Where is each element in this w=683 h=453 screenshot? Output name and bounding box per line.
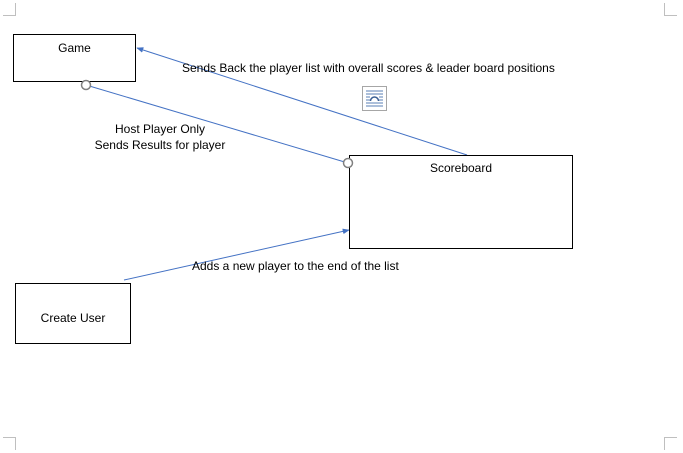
edge-label-line-2: Sends Results for player — [94, 138, 226, 152]
edge-label-game-to-scoreboard: Host Player Only Sends Results for playe… — [60, 121, 260, 153]
page-corner-mark-bottom-left — [3, 437, 16, 450]
page-corner-mark-top-left — [3, 3, 16, 16]
node-scoreboard[interactable]: Scoreboard — [349, 155, 573, 249]
arrow-scoreboard-to-game[interactable] — [136, 47, 468, 156]
page-corner-mark-top-right — [664, 3, 677, 16]
page-corner-mark-bottom-right — [664, 437, 677, 450]
edge-label-line-1: Host Player Only — [114, 122, 206, 136]
connector-game-to-scoreboard[interactable] — [85, 84, 349, 164]
node-game-label: Game — [58, 41, 91, 55]
node-create-user[interactable]: Create User — [15, 283, 131, 344]
node-scoreboard-label: Scoreboard — [429, 161, 493, 175]
layout-options-icon[interactable] — [362, 86, 387, 111]
edge-label-create-user-to-scoreboard: Adds a new player to the end of the list — [192, 259, 399, 273]
arrow-create-user-to-scoreboard[interactable] — [123, 228, 350, 281]
edge-label-scoreboard-to-game: Sends Back the player list with overall … — [182, 61, 555, 75]
node-create-user-label: Create User — [40, 311, 106, 325]
node-game[interactable]: Game — [13, 34, 136, 82]
